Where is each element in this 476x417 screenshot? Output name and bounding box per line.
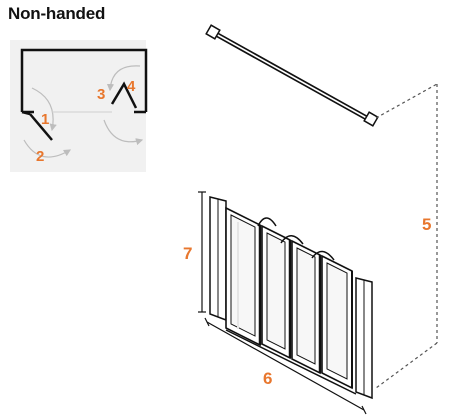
top-rail-end-cap-left (205, 24, 221, 40)
door-panel-3 (280, 235, 321, 375)
plan-label-4: 4 (127, 78, 136, 95)
plan-swing-arc-right-inner (106, 65, 141, 92)
plan-label-3: 3 (97, 86, 105, 103)
panel-height-dimension: 7 (183, 191, 206, 313)
dimension-label-5: 5 (422, 215, 431, 234)
top-rail-end-cap-right (363, 111, 379, 127)
plan-right-door (110, 81, 138, 109)
plan-left-door-stub (21, 110, 31, 116)
plan-inset-background (10, 40, 146, 172)
page-title: Non-handed (8, 4, 106, 23)
plan-left-door (29, 113, 53, 141)
top-rail (205, 24, 379, 127)
door-panel-4 (311, 250, 353, 390)
door-assembly (209, 196, 373, 400)
plan-inset: 1 2 3 4 (10, 40, 148, 172)
bottom-threshold (225, 329, 357, 395)
plan-swing-arc-left-inner (31, 87, 57, 132)
plan-label-1: 1 (41, 111, 49, 128)
door-panel-2 (257, 217, 291, 360)
height-dimension: 5 (375, 83, 438, 389)
plan-swing-arc-left-outer (23, 139, 72, 158)
plan-label-2: 2 (36, 148, 44, 165)
width-dimension: 6 (204, 317, 367, 415)
dimension-label-7: 7 (183, 244, 192, 263)
dimension-label-6: 6 (263, 369, 272, 388)
door-panel-1 (225, 206, 261, 347)
plan-swing-arc-right-outer (103, 119, 144, 146)
